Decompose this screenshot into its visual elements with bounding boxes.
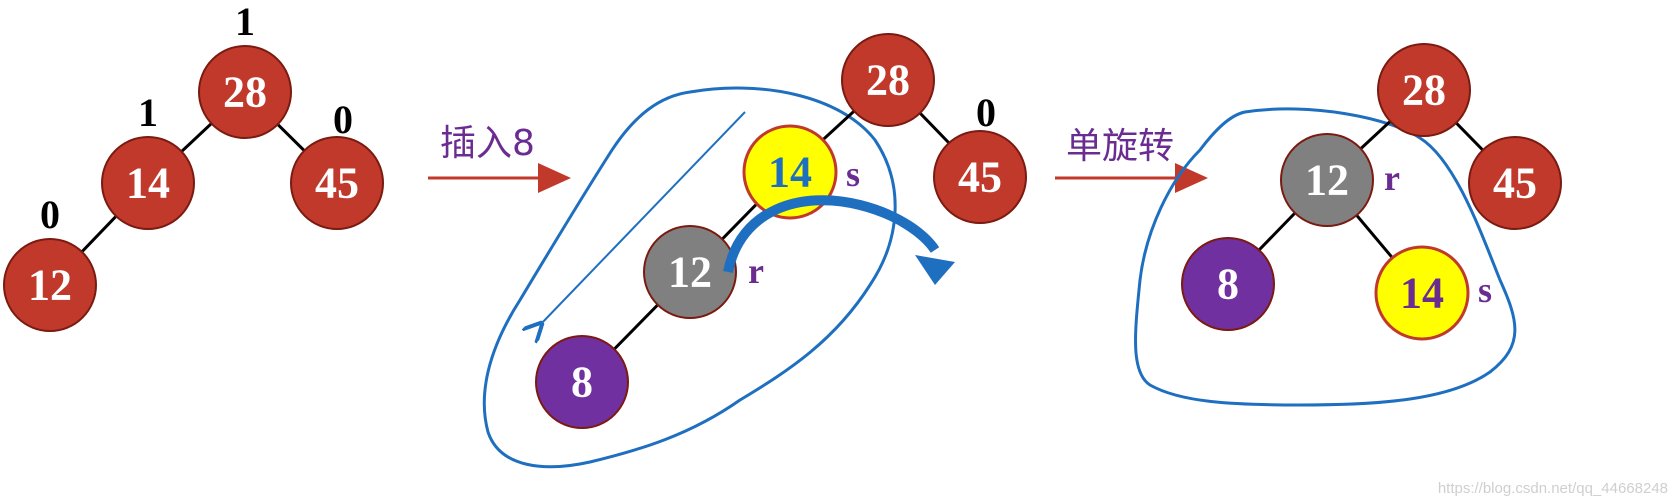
rotation-arrowhead-icon bbox=[915, 255, 955, 285]
panel-3-after-rotation: 28 12 45 8 14 r s bbox=[1134, 43, 1562, 407]
highlight-outline bbox=[1134, 107, 1517, 407]
node-label: 45 bbox=[315, 159, 359, 208]
node-label: 45 bbox=[958, 153, 1002, 202]
tag-r: r bbox=[748, 251, 764, 291]
balance-factor-45: 0 bbox=[333, 97, 353, 142]
node-12: 12 bbox=[1280, 133, 1374, 227]
node-label: 28 bbox=[1402, 66, 1446, 115]
node-45: 45 bbox=[290, 136, 384, 230]
node-label: 12 bbox=[1305, 156, 1349, 205]
node-label: 14 bbox=[768, 148, 812, 197]
highlight-outline bbox=[482, 86, 897, 469]
step-rotation-label: 单旋转 bbox=[1066, 126, 1174, 167]
node-14: 14 bbox=[1374, 245, 1470, 341]
node-14: 14 bbox=[742, 124, 838, 220]
node-28: 28 bbox=[198, 45, 292, 139]
node-label: 28 bbox=[223, 68, 267, 117]
node-28: 28 bbox=[841, 33, 935, 127]
rotation-arrow-icon bbox=[723, 195, 940, 274]
step-insert-label: 插入8 bbox=[440, 123, 535, 164]
node-label: 12 bbox=[28, 261, 72, 310]
node-label: 8 bbox=[571, 358, 593, 407]
node-label: 45 bbox=[1493, 159, 1537, 208]
node-label: 14 bbox=[126, 159, 170, 208]
node-12: 12 bbox=[3, 238, 97, 332]
node-8: 8 bbox=[535, 335, 629, 429]
node-label: 8 bbox=[1217, 260, 1239, 309]
step-insert-8: 插入8 bbox=[428, 123, 571, 193]
node-label: 28 bbox=[866, 56, 910, 105]
balance-factor-14: 1 bbox=[138, 90, 158, 135]
node-label: 12 bbox=[668, 248, 712, 297]
panel-1-initial-tree: 28 14 45 12 1 1 0 0 bbox=[3, 0, 384, 332]
node-45: 45 bbox=[1468, 136, 1562, 230]
balance-factor-28: 1 bbox=[235, 0, 255, 44]
tag-s: s bbox=[846, 154, 860, 194]
node-8: 8 bbox=[1181, 237, 1275, 331]
watermark-url: https://blog.csdn.net/qq_44668248 bbox=[1438, 480, 1668, 497]
balance-factor-12: 0 bbox=[40, 192, 60, 237]
direction-arrow-icon bbox=[540, 111, 746, 325]
panel-2-after-insert: 28 14 45 12 8 s r 0 bbox=[482, 33, 1027, 469]
node-14: 14 bbox=[101, 136, 195, 230]
node-12: 12 bbox=[643, 225, 737, 319]
node-label: 14 bbox=[1400, 269, 1444, 318]
node-28: 28 bbox=[1377, 43, 1471, 137]
node-45: 45 bbox=[933, 130, 1027, 224]
step-single-rotation: 单旋转 bbox=[1055, 126, 1208, 193]
balance-factor-45: 0 bbox=[976, 90, 996, 135]
tag-r: r bbox=[1384, 158, 1400, 198]
tag-s: s bbox=[1478, 270, 1492, 310]
